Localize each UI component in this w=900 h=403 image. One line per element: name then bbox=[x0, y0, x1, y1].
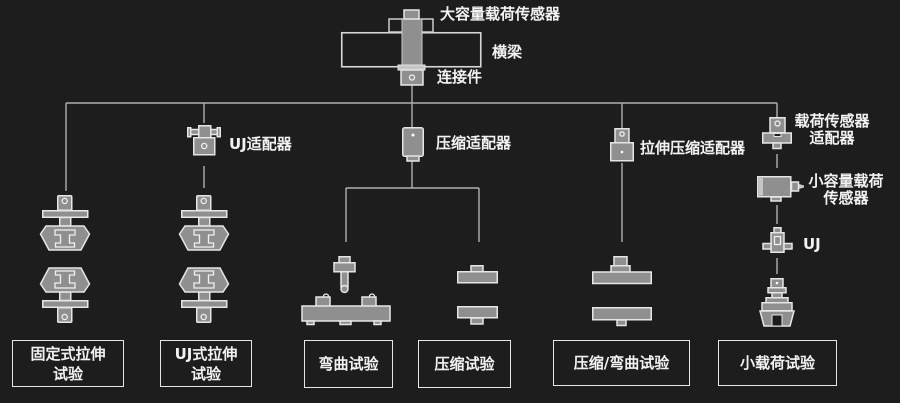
small-load-sensor-icon bbox=[757, 176, 804, 202]
crossbeam-label: 横梁 bbox=[492, 43, 523, 61]
test-box-line: UJ式拉伸 bbox=[174, 344, 238, 363]
load-sensor-adapter-icon bbox=[762, 117, 792, 150]
small-grip-icon bbox=[759, 278, 795, 327]
test-box-uj-tensile: UJ式拉伸 试验 bbox=[160, 340, 252, 387]
tension-compression-adapter-label: 拉伸压缩适配器 bbox=[640, 139, 746, 157]
test-box-line: 小载荷试验 bbox=[739, 354, 815, 372]
connector-label: 连接件 bbox=[437, 68, 483, 86]
test-box-line: 压缩/弯曲试验 bbox=[573, 354, 670, 372]
compression-platen-upper-icon bbox=[457, 265, 498, 284]
tensile-grip-upper-icon bbox=[178, 195, 230, 251]
test-box-fixed-tensile: 固定式拉伸 试验 bbox=[12, 340, 124, 387]
uj-adapter-icon bbox=[187, 125, 221, 156]
compression-adapter-icon bbox=[402, 127, 424, 162]
test-box-small-load: 小载荷试验 bbox=[718, 340, 837, 386]
wide-platen-lower-icon bbox=[592, 307, 652, 327]
uj-adapter-label: UJ适配器 bbox=[229, 135, 292, 153]
test-box-compression: 压缩试验 bbox=[418, 340, 511, 388]
test-box-line: 试验 bbox=[190, 364, 221, 383]
tensile-grip-upper-icon bbox=[39, 195, 91, 251]
test-box-line: 试验 bbox=[52, 364, 83, 383]
wide-platen-upper-icon bbox=[592, 256, 652, 285]
bend-indenter-icon bbox=[333, 256, 356, 294]
large-load-sensor-label: 大容量载荷传感器 bbox=[440, 5, 561, 23]
tensile-grip-lower-icon bbox=[178, 267, 230, 323]
test-box-bending: 弯曲试验 bbox=[304, 340, 393, 388]
uj-joint-icon bbox=[762, 227, 793, 253]
load-sensor-adapter-label: 载荷传感器 适配器 bbox=[794, 112, 870, 147]
test-box-line: 压缩试验 bbox=[434, 355, 495, 373]
compression-platen-lower-icon bbox=[457, 306, 498, 325]
test-box-line: 弯曲试验 bbox=[318, 355, 379, 373]
uj-label: UJ bbox=[803, 235, 821, 253]
tension-compression-adapter-icon bbox=[610, 128, 634, 162]
bend-fixture-icon bbox=[301, 293, 391, 326]
test-box-compression-bending: 压缩/弯曲试验 bbox=[553, 340, 690, 386]
load-sensor-crossbeam-icon bbox=[340, 9, 482, 86]
small-load-sensor-label: 小容量载荷 传感器 bbox=[808, 172, 884, 207]
test-box-line: 固定式拉伸 bbox=[30, 344, 106, 363]
compression-adapter-label: 压缩适配器 bbox=[436, 134, 512, 152]
tensile-grip-lower-icon bbox=[39, 267, 91, 323]
